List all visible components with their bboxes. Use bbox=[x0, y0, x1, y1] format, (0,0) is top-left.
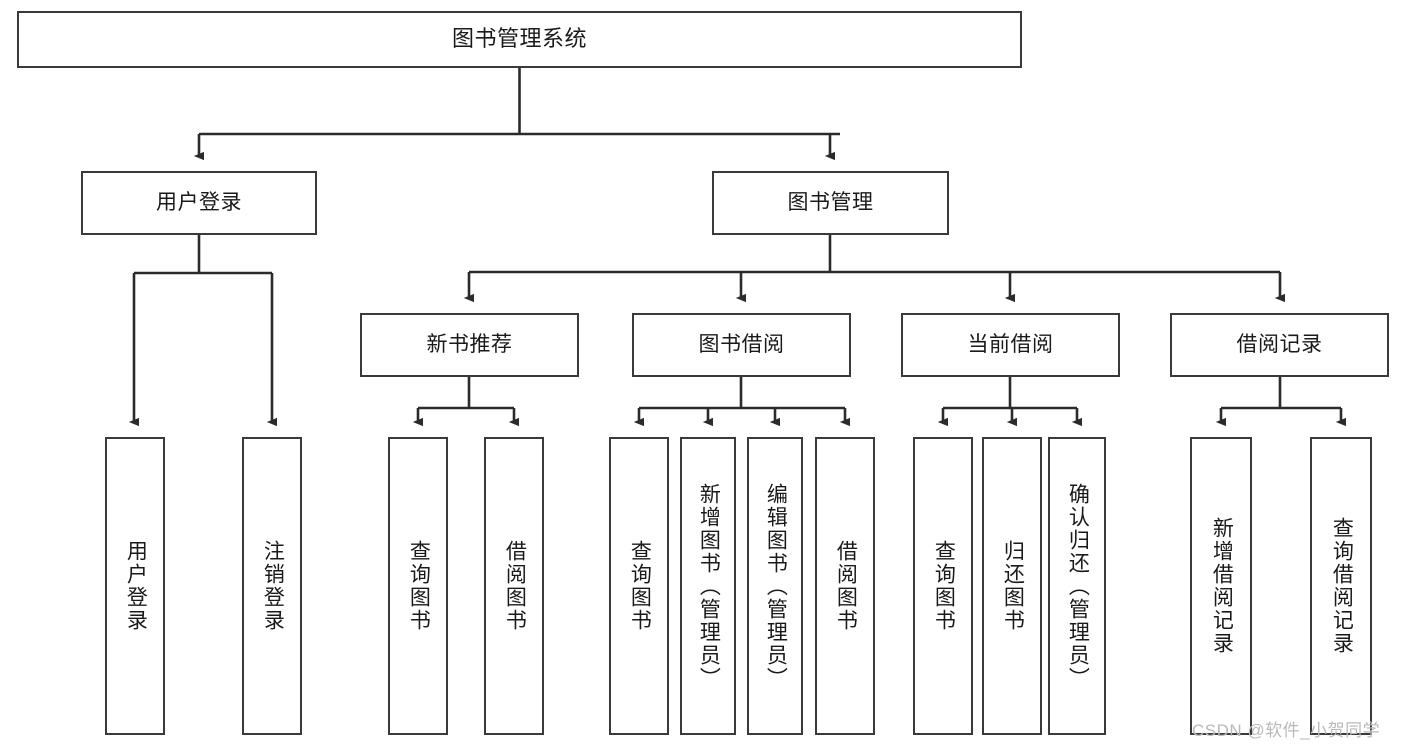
node-label: 用户登录 bbox=[124, 540, 148, 632]
node-label: 归还图书 bbox=[1001, 540, 1025, 632]
node-leaf-query-book-recommend[interactable]: 查询图书 bbox=[388, 437, 448, 735]
node-label: 新增图书（管理员） bbox=[697, 482, 721, 690]
node-label: 新增借阅记录 bbox=[1210, 517, 1234, 655]
node-leaf-confirm-return-admin[interactable]: 确认归还（管理员） bbox=[1048, 437, 1106, 735]
node-leaf-add-book-admin[interactable]: 新增图书（管理员） bbox=[680, 437, 736, 735]
node-label: 借阅记录 bbox=[1236, 333, 1323, 357]
node-label: 图书管理系统 bbox=[451, 26, 587, 52]
node-leaf-logout[interactable]: 注销登录 bbox=[242, 437, 302, 735]
node-leaf-query-book-current[interactable]: 查询图书 bbox=[913, 437, 973, 735]
node-label: 确认归还（管理员） bbox=[1066, 482, 1090, 690]
node-label: 注销登录 bbox=[261, 540, 285, 632]
node-level2-new-book-recommend[interactable]: 新书推荐 bbox=[360, 313, 579, 377]
node-leaf-return-book[interactable]: 归还图书 bbox=[982, 437, 1042, 735]
node-leaf-user-login[interactable]: 用户登录 bbox=[105, 437, 165, 735]
node-label: 查询图书 bbox=[628, 540, 652, 632]
node-leaf-borrow-book[interactable]: 借阅图书 bbox=[815, 437, 875, 735]
node-root[interactable]: 图书管理系统 bbox=[17, 11, 1022, 68]
node-leaf-query-book-borrow[interactable]: 查询图书 bbox=[609, 437, 669, 735]
node-level2-borrow-record[interactable]: 借阅记录 bbox=[1170, 313, 1389, 377]
node-label: 借阅图书 bbox=[503, 540, 527, 632]
node-label: 编辑图书（管理员） bbox=[764, 482, 788, 690]
node-label: 查询图书 bbox=[932, 540, 956, 632]
node-label: 图书管理 bbox=[787, 191, 874, 215]
node-leaf-add-borrow-record[interactable]: 新增借阅记录 bbox=[1190, 437, 1252, 735]
node-label: 查询图书 bbox=[407, 540, 431, 632]
node-label: 借阅图书 bbox=[834, 540, 858, 632]
node-label: 新书推荐 bbox=[426, 333, 513, 357]
node-leaf-query-borrow-record[interactable]: 查询借阅记录 bbox=[1310, 437, 1372, 735]
node-leaf-borrow-book-recommend[interactable]: 借阅图书 bbox=[484, 437, 544, 735]
node-level2-book-borrow[interactable]: 图书借阅 bbox=[632, 313, 851, 377]
node-label: 当前借阅 bbox=[967, 333, 1054, 357]
node-label: 图书借阅 bbox=[698, 333, 785, 357]
csdn-watermark: CSDN @软件_小贺同学 bbox=[1192, 721, 1381, 740]
node-label: 查询借阅记录 bbox=[1330, 517, 1354, 655]
node-leaf-edit-book-admin[interactable]: 编辑图书（管理员） bbox=[747, 437, 803, 735]
node-label: 用户登录 bbox=[156, 191, 242, 215]
node-level1-user-login[interactable]: 用户登录 bbox=[81, 171, 317, 235]
node-level2-current-borrow[interactable]: 当前借阅 bbox=[901, 313, 1120, 377]
node-level1-book-management[interactable]: 图书管理 bbox=[712, 171, 949, 235]
